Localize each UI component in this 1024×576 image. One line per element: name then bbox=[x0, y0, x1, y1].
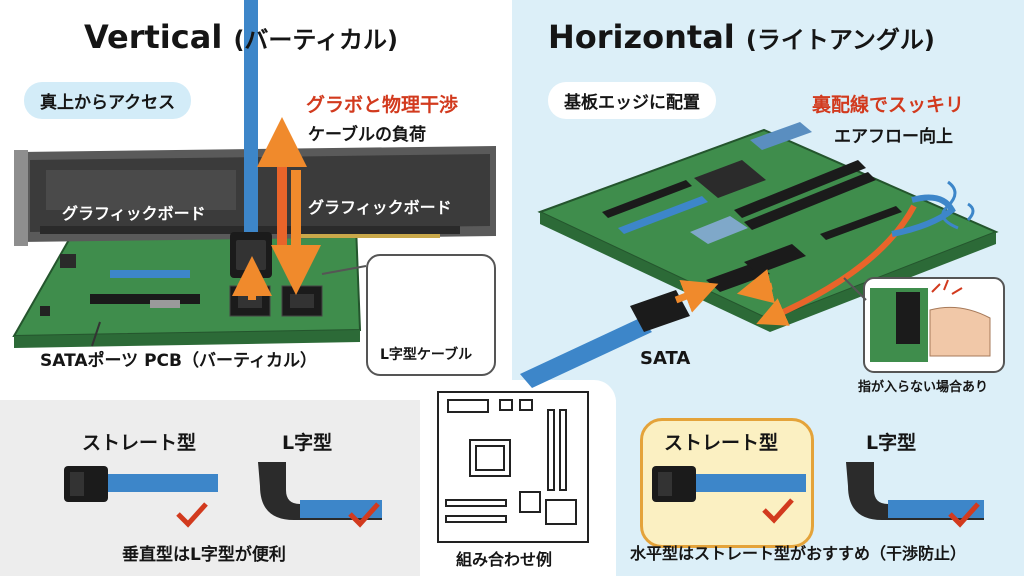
l-cable-left bbox=[258, 462, 382, 520]
vertical-title: Vertical (バーティカル) bbox=[84, 18, 398, 56]
board-edge-badge: 基板エッジに配置 bbox=[548, 82, 716, 119]
horizontal-sata-cable bbox=[520, 290, 690, 388]
graphics-card-label-2: グラフィックボード bbox=[308, 198, 452, 217]
vertical-title-sub: (バーティカル) bbox=[233, 26, 398, 54]
vertical-title-main: Vertical bbox=[84, 18, 223, 56]
callout-pointer bbox=[321, 265, 367, 275]
airflow-icon bbox=[941, 180, 959, 230]
pcb-pointer bbox=[91, 321, 101, 347]
check-icon-straight-left bbox=[176, 502, 208, 528]
back-wiring-cable bbox=[891, 194, 956, 237]
vertical-motherboard bbox=[12, 224, 362, 348]
top-access-badge: 真上からアクセス bbox=[24, 82, 192, 119]
check-icon-straight-right bbox=[762, 498, 794, 524]
insert-arrow-right-2 bbox=[736, 269, 775, 304]
combination-caption: 組み合わせ例 bbox=[456, 550, 553, 569]
combination-board-outline bbox=[437, 391, 589, 543]
straight-cable-right bbox=[652, 466, 806, 502]
horizontal-recommendation: 水平型はストレート型がおすすめ（干渉防止） bbox=[630, 544, 967, 563]
horizontal-title-sub: (ライトアングル) bbox=[745, 26, 935, 54]
vertical-recommendation: 垂直型はL字型が便利 bbox=[122, 545, 286, 565]
straight-cable-left bbox=[64, 466, 218, 502]
horizontal-title: Horizontal (ライトアングル) bbox=[548, 18, 935, 56]
straight-label-left: ストレート型 bbox=[82, 432, 197, 454]
horizontal-title-main: Horizontal bbox=[548, 18, 735, 56]
l-cable-right bbox=[846, 462, 984, 520]
check-icon-l-left bbox=[348, 502, 380, 528]
gpu-interference-warning: グラボと物理干渉 bbox=[306, 94, 459, 116]
l-label-left: L字型 bbox=[282, 432, 333, 454]
check-icon-l-right bbox=[948, 502, 980, 528]
graphics-card-label-1: グラフィックボード bbox=[62, 204, 206, 223]
sata-label: SATA bbox=[640, 348, 691, 369]
sata-port-pcb-caption: SATAポーツ PCB（バーティカル） bbox=[40, 351, 317, 371]
back-wiring-arrow bbox=[756, 204, 917, 326]
airflow-benefit: エアフロー向上 bbox=[834, 127, 953, 147]
straight-label-right: ストレート型 bbox=[664, 432, 779, 454]
l-cable-callout-label: L字型ケーブル bbox=[380, 347, 473, 363]
l-label-right: L字型 bbox=[866, 432, 917, 454]
cable-load-warning: ケーブルの負荷 bbox=[308, 125, 426, 145]
horizontal-motherboard bbox=[537, 122, 999, 332]
finger-icon bbox=[929, 306, 991, 357]
l-cable-callout bbox=[366, 254, 496, 376]
finger-warning-caption: 指が入らない場合あり bbox=[858, 380, 989, 395]
insert-arrow-right-1 bbox=[674, 279, 719, 313]
back-wiring-benefit: 裏配線でスッキリ bbox=[812, 94, 965, 116]
